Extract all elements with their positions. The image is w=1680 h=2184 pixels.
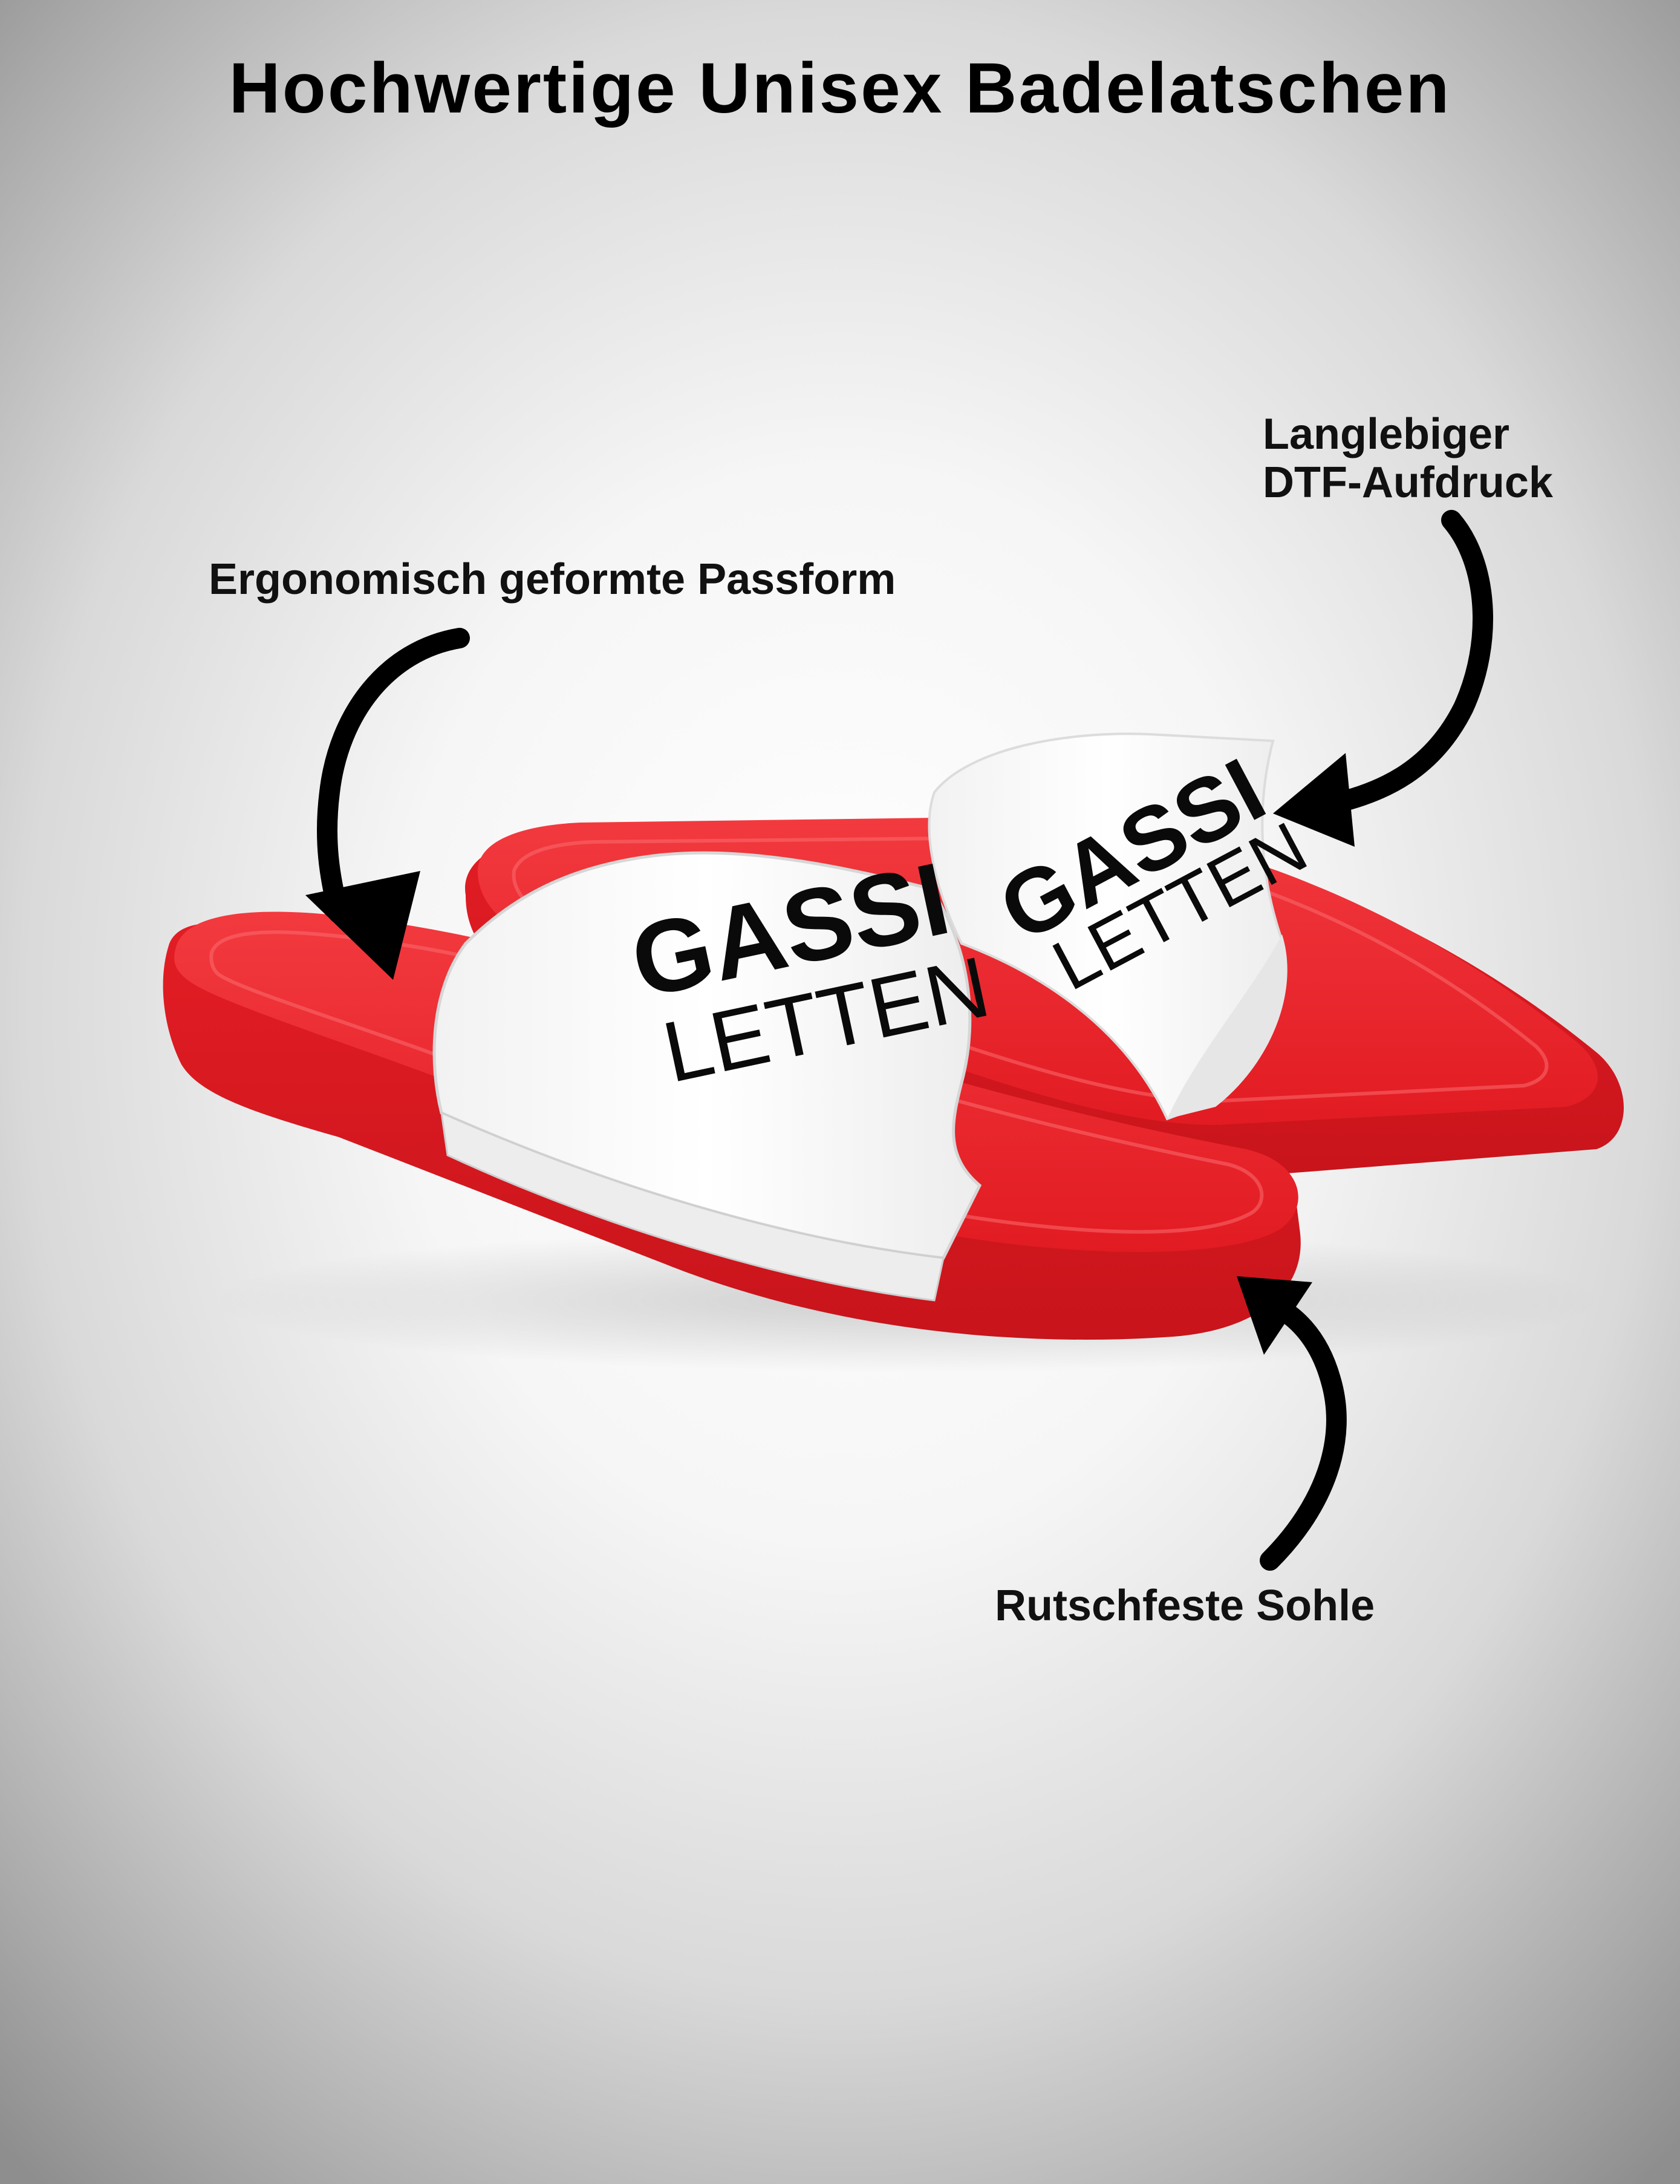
callout-nonslip-sole-text: Rutschfeste Sohle [995,1582,1375,1630]
page-title: Hochwertige Unisex Badelatschen [229,48,1451,128]
curved-arrow-left-icon [1273,510,1493,847]
callout-dtf-print-line1: Langlebiger [1263,410,1510,458]
front-slide-strap-edge [440,1111,945,1302]
callout-dtf-print: Langlebiger DTF-Aufdruck [1263,410,1553,507]
callout-ergonomic-fit: Ergonomisch geformte Passform [209,555,896,604]
callout-ergonomic-fit-text: Ergonomisch geformte Passform [209,555,896,604]
callout-dtf-print-line2: DTF-Aufdruck [1263,458,1553,507]
curved-arrow-up-icon [1237,1276,1347,1571]
back-slide-strap-inner [1167,934,1288,1119]
callout-nonslip-sole: Rutschfeste Sohle [995,1582,1375,1630]
curved-arrow-down-icon [305,628,470,980]
back-slide: GASSI LETTEN [465,732,1624,1180]
front-slide: GASSI LETTEN [163,841,1301,1340]
